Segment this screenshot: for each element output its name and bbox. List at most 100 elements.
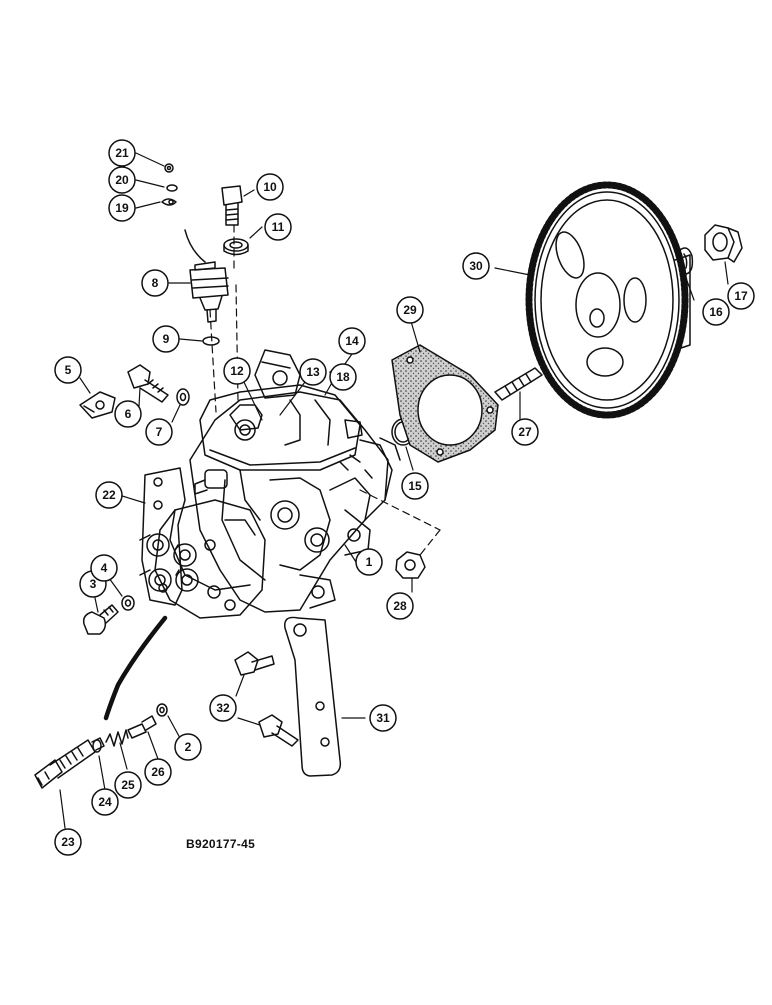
callout-number: 5: [65, 363, 72, 377]
callout-number: 14: [345, 334, 359, 348]
callout-circle: [386, 592, 414, 620]
callout-circle: [223, 357, 251, 385]
washer-2: [156, 703, 168, 717]
gear-30: [525, 181, 691, 419]
callout-circle: [727, 282, 755, 310]
nut-28: [395, 551, 426, 579]
callout-17: 17: [727, 282, 755, 310]
fuel-line-arc: [103, 615, 168, 721]
callout-number: 1: [366, 555, 373, 569]
callout-7: 7: [145, 418, 173, 446]
callout-number: 31: [376, 711, 390, 725]
callout-number: 10: [263, 180, 277, 194]
callout-circle: [114, 400, 142, 428]
washer-11: [223, 238, 249, 256]
spring-25: [105, 729, 129, 747]
callout-31: 31: [369, 704, 397, 732]
callout-circle: [264, 213, 292, 241]
callout-18: 18: [329, 363, 357, 391]
callout-number: 28: [393, 599, 407, 613]
callout-circle: [396, 296, 424, 324]
callout-number: 19: [115, 201, 129, 215]
callout-number: 20: [115, 173, 129, 187]
callout-29: 29: [396, 296, 424, 324]
callout-number: 17: [734, 289, 748, 303]
callout-32: 32: [209, 694, 237, 722]
callout-circle: [144, 758, 172, 786]
plug-3: [82, 604, 119, 635]
callout-circle: [355, 548, 383, 576]
plate-5: [79, 391, 116, 419]
callout-circle: [108, 194, 136, 222]
bracket-31: [284, 616, 342, 777]
callout-number: 23: [61, 835, 75, 849]
callout-6: 6: [114, 400, 142, 428]
callout-number: 13: [306, 365, 320, 379]
valve-26: [127, 715, 157, 739]
callout-number: 4: [101, 561, 108, 575]
washer-7: [176, 388, 190, 406]
callout-4: 4: [90, 554, 118, 582]
callout-circle: [141, 269, 169, 297]
callout-circle: [108, 166, 136, 194]
callout-number: 6: [125, 407, 132, 421]
lock-washer-16: [678, 247, 694, 275]
callout-number: 9: [163, 332, 170, 346]
callout-27: 27: [511, 418, 539, 446]
figure-code: B920177-45: [186, 837, 255, 851]
callout-circle: [369, 704, 397, 732]
callout-11: 11: [264, 213, 292, 241]
pump-head: [139, 499, 266, 619]
callout-number: 25: [121, 778, 135, 792]
callout-8: 8: [141, 269, 169, 297]
callout-13: 13: [299, 358, 327, 386]
callout-number: 24: [98, 795, 112, 809]
callout-circle: [511, 418, 539, 446]
callout-circle: [54, 356, 82, 384]
callout-30: 30: [462, 252, 490, 280]
callout-23: 23: [54, 828, 82, 856]
callout-circle: [152, 325, 180, 353]
callout-number: 22: [102, 488, 116, 502]
callout-number: 3: [90, 577, 97, 591]
callout-circle: [256, 173, 284, 201]
washer-24: [92, 739, 102, 753]
callout-5: 5: [54, 356, 82, 384]
callout-9: 9: [152, 325, 180, 353]
mounting-bracket-22: [141, 467, 186, 606]
callout-number: 27: [518, 425, 532, 439]
callout-number: 26: [151, 765, 165, 779]
callout-24: 24: [91, 788, 119, 816]
stud-27: [494, 367, 543, 401]
callout-circle: [91, 788, 119, 816]
callout-25: 25: [114, 771, 142, 799]
solenoid-8: [184, 229, 229, 323]
callout-2: 2: [174, 733, 202, 761]
callout-14: 14: [338, 327, 366, 355]
leader-lines: [59, 152, 729, 829]
callout-circle: [462, 252, 490, 280]
callout-22: 22: [95, 481, 123, 509]
callout-circle: [114, 771, 142, 799]
nut-17: [704, 224, 743, 263]
bolts-32: [234, 651, 299, 747]
callout-number: 16: [709, 305, 723, 319]
callout-26: 26: [144, 758, 172, 786]
callout-circle: [209, 694, 237, 722]
callout-28: 28: [386, 592, 414, 620]
gasket-29: [391, 344, 499, 463]
callout-number: 21: [115, 146, 129, 160]
callout-number: 2: [185, 740, 192, 754]
callout-19: 19: [108, 194, 136, 222]
callout-number: 30: [469, 259, 483, 273]
callout-number: 29: [403, 303, 417, 317]
callout-12: 12: [223, 357, 251, 385]
callout-number: 7: [156, 425, 163, 439]
o-ring-9: [202, 336, 220, 346]
callout-15: 15: [401, 472, 429, 500]
callout-number: 18: [336, 370, 350, 384]
callout-circle: [338, 327, 366, 355]
